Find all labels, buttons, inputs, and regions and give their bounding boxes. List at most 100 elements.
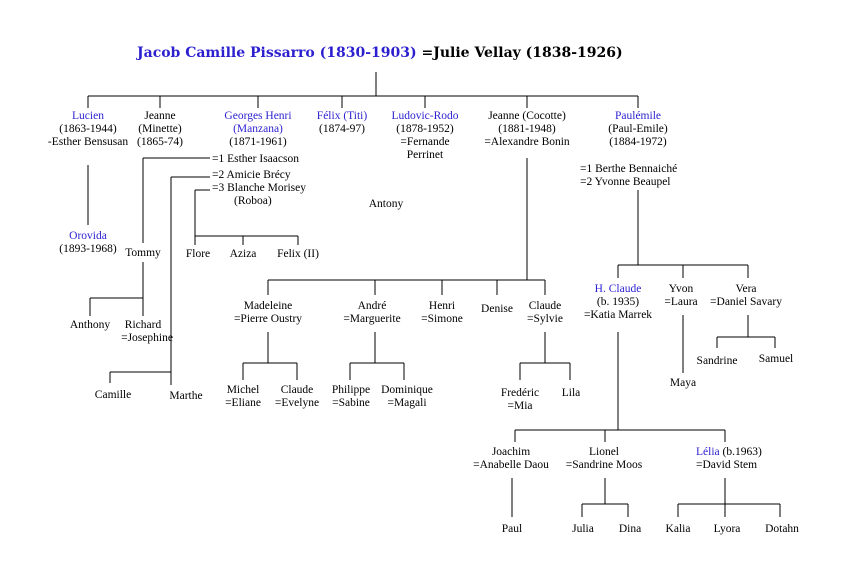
person-antony: Antony xyxy=(368,198,404,210)
jeanne-cocotte-spouse: =Alexandre Bonin xyxy=(484,136,570,148)
patriarch-name-link[interactable]: Jacob Camille Pissarro (1830-1903) xyxy=(137,45,417,61)
paulemile-spouse-1: =1 Berthe Bennaiché xyxy=(580,163,678,175)
lucien-link[interactable]: Lucien xyxy=(72,110,104,122)
georges-spouse-1: =1 Esther Isaacson xyxy=(212,153,299,165)
person-claude-ii: Claude =Evelyne xyxy=(275,384,319,410)
andre-spouse: =Marguerite xyxy=(343,313,401,325)
person-maya: Maya xyxy=(669,377,697,389)
person-camille: Camille xyxy=(94,389,132,401)
madeleine-name: Madeleine xyxy=(243,300,293,312)
person-lelia: Lélia (b.1963) =David Stem xyxy=(696,446,762,472)
person-dominique: Dominique =Magali xyxy=(381,384,433,410)
jeanne-cocotte-name: Jeanne (Cocotte) xyxy=(488,110,566,122)
georges-dates: (1871-1961) xyxy=(229,136,287,148)
jeanne-minette-name: Jeanne xyxy=(144,110,176,122)
patriarch-title: Jacob Camille Pissarro (1830-1903) =Juli… xyxy=(137,45,623,61)
ludovic-spouse-surname: Perrinet xyxy=(406,149,444,161)
person-lucien: Lucien (1863-1944) -Esther Bensusan xyxy=(48,110,128,149)
jeanne-minette-dates: (1865-74) xyxy=(137,136,183,148)
vera-name: Vera xyxy=(735,283,757,295)
henri-spouse: =Simone xyxy=(421,313,463,325)
person-frederic: Fredéric =Mia xyxy=(501,387,539,413)
person-julia: Julia xyxy=(572,523,594,535)
person-madeleine: Madeleine =Pierre Oustry xyxy=(234,300,302,326)
patriarch-spouse: =Julie Vellay (1838-1926) xyxy=(421,45,623,61)
joachim-spouse: =Anabelle Daou xyxy=(473,459,549,471)
ludovic-dates: (1878-1952) xyxy=(396,123,454,135)
yvon-spouse: =Laura xyxy=(664,296,698,308)
georges-nickname-link[interactable]: (Manzana) xyxy=(233,123,283,135)
georges-spouses: =1 Esther Isaacson =2 Amicie Brécy =3 Bl… xyxy=(212,153,306,208)
person-marthe: Marthe xyxy=(169,390,203,402)
paulemile-spouses: =1 Berthe Bennaiché =2 Yvonne Beaupel xyxy=(580,163,677,189)
person-dotahn: Dotahn xyxy=(765,523,799,535)
person-h-claude: H. Claude (b. 1935) =Katia Marrek xyxy=(584,283,652,322)
georges-spouse-3: =3 Blanche Morisey xyxy=(212,182,306,194)
richard-name: Richard xyxy=(124,319,162,331)
jeanne-cocotte-dates: (1881-1948) xyxy=(498,123,556,135)
paulemile-fullname: (Paul-Emile) xyxy=(608,123,668,135)
dominique-name: Dominique xyxy=(381,384,433,396)
person-tommy: Tommy xyxy=(125,247,161,259)
georges-spouse-3-nickname: (Roboa) xyxy=(234,195,272,207)
person-orovida: Orovida (1893-1968) xyxy=(59,230,117,256)
person-jeanne-minette: Jeanne (Minette) (1865-74) xyxy=(137,110,183,149)
paulemile-link[interactable]: Paulémile xyxy=(615,110,661,122)
claude-ii-spouse: =Evelyne xyxy=(274,397,320,409)
person-felix-ii: Felix (II) xyxy=(277,248,319,260)
person-samuel: Samuel xyxy=(758,353,794,365)
person-kalia: Kalia xyxy=(665,523,691,535)
lucien-dates: (1863-1944) xyxy=(59,123,117,135)
paulemile-spouse-2: =2 Yvonne Beaupel xyxy=(580,176,671,188)
person-lyora: Lyora xyxy=(713,523,741,535)
person-aziza: Aziza xyxy=(229,248,257,260)
orovida-link[interactable]: Orovida xyxy=(69,230,107,242)
h-claude-spouse: =Katia Marrek xyxy=(583,309,653,321)
michel-name: Michel xyxy=(226,384,260,396)
lionel-spouse: =Sandrine Moos xyxy=(565,459,643,471)
madeleine-spouse: =Pierre Oustry xyxy=(233,313,303,325)
felix-link[interactable]: Félix (Titi) xyxy=(316,110,368,122)
philippe-name: Philippe xyxy=(331,384,371,396)
yvon-name: Yvon xyxy=(668,283,694,295)
ludovic-link[interactable]: Ludovic-Rodo xyxy=(391,110,459,122)
person-henri: Henri =Simone xyxy=(421,300,463,326)
person-yvon: Yvon =Laura xyxy=(664,283,697,309)
h-claude-link[interactable]: H. Claude xyxy=(594,283,642,295)
frederic-name: Fredéric xyxy=(500,387,540,399)
person-paulemile: Paulémile (Paul-Emile) (1884-1972) xyxy=(608,110,667,149)
felix-dates: (1874-97) xyxy=(318,123,365,135)
person-paul: Paul xyxy=(501,523,523,535)
andre-name: André xyxy=(357,300,387,312)
person-anthony: Anthony xyxy=(69,319,111,331)
georges-link[interactable]: Georges Henri xyxy=(224,110,292,122)
lionel-name: Lionel xyxy=(588,446,620,458)
orovida-dates: (1893-1968) xyxy=(59,243,117,255)
henri-name: Henri xyxy=(428,300,456,312)
jeanne-minette-nickname: (Minette) xyxy=(138,123,182,135)
person-ludovic-rodo: Ludovic-Rodo (1878-1952) =Fernande Perri… xyxy=(391,110,458,162)
person-dina: Dina xyxy=(618,523,642,535)
person-flore: Flore xyxy=(185,248,211,260)
person-andre: André =Marguerite xyxy=(343,300,400,326)
vera-spouse: =Daniel Savary xyxy=(710,296,782,308)
person-lila: Lila xyxy=(561,387,581,399)
person-philippe: Philippe =Sabine xyxy=(332,384,370,410)
claude-name: Claude xyxy=(528,300,562,312)
person-michel: Michel =Eliane xyxy=(225,384,261,410)
dominique-spouse: =Magali xyxy=(387,397,427,409)
person-richard: Richard =Josephine xyxy=(113,319,173,345)
person-claude: Claude =Sylvie xyxy=(527,300,563,326)
claude-spouse: =Sylvie xyxy=(527,313,563,325)
person-georges-henri: Georges Henri (Manzana) (1871-1961) xyxy=(224,110,291,149)
person-vera: Vera =Daniel Savary xyxy=(710,283,782,309)
lelia-link[interactable]: Lélia xyxy=(696,446,720,458)
lucien-spouse: -Esther Bensusan xyxy=(47,136,129,148)
h-claude-dates: (b. 1935) xyxy=(596,296,640,308)
frederic-spouse: =Mia xyxy=(507,400,533,412)
michel-spouse: =Eliane xyxy=(225,397,261,409)
person-denise: Denise xyxy=(481,303,513,315)
person-sandrine: Sandrine xyxy=(696,355,738,367)
